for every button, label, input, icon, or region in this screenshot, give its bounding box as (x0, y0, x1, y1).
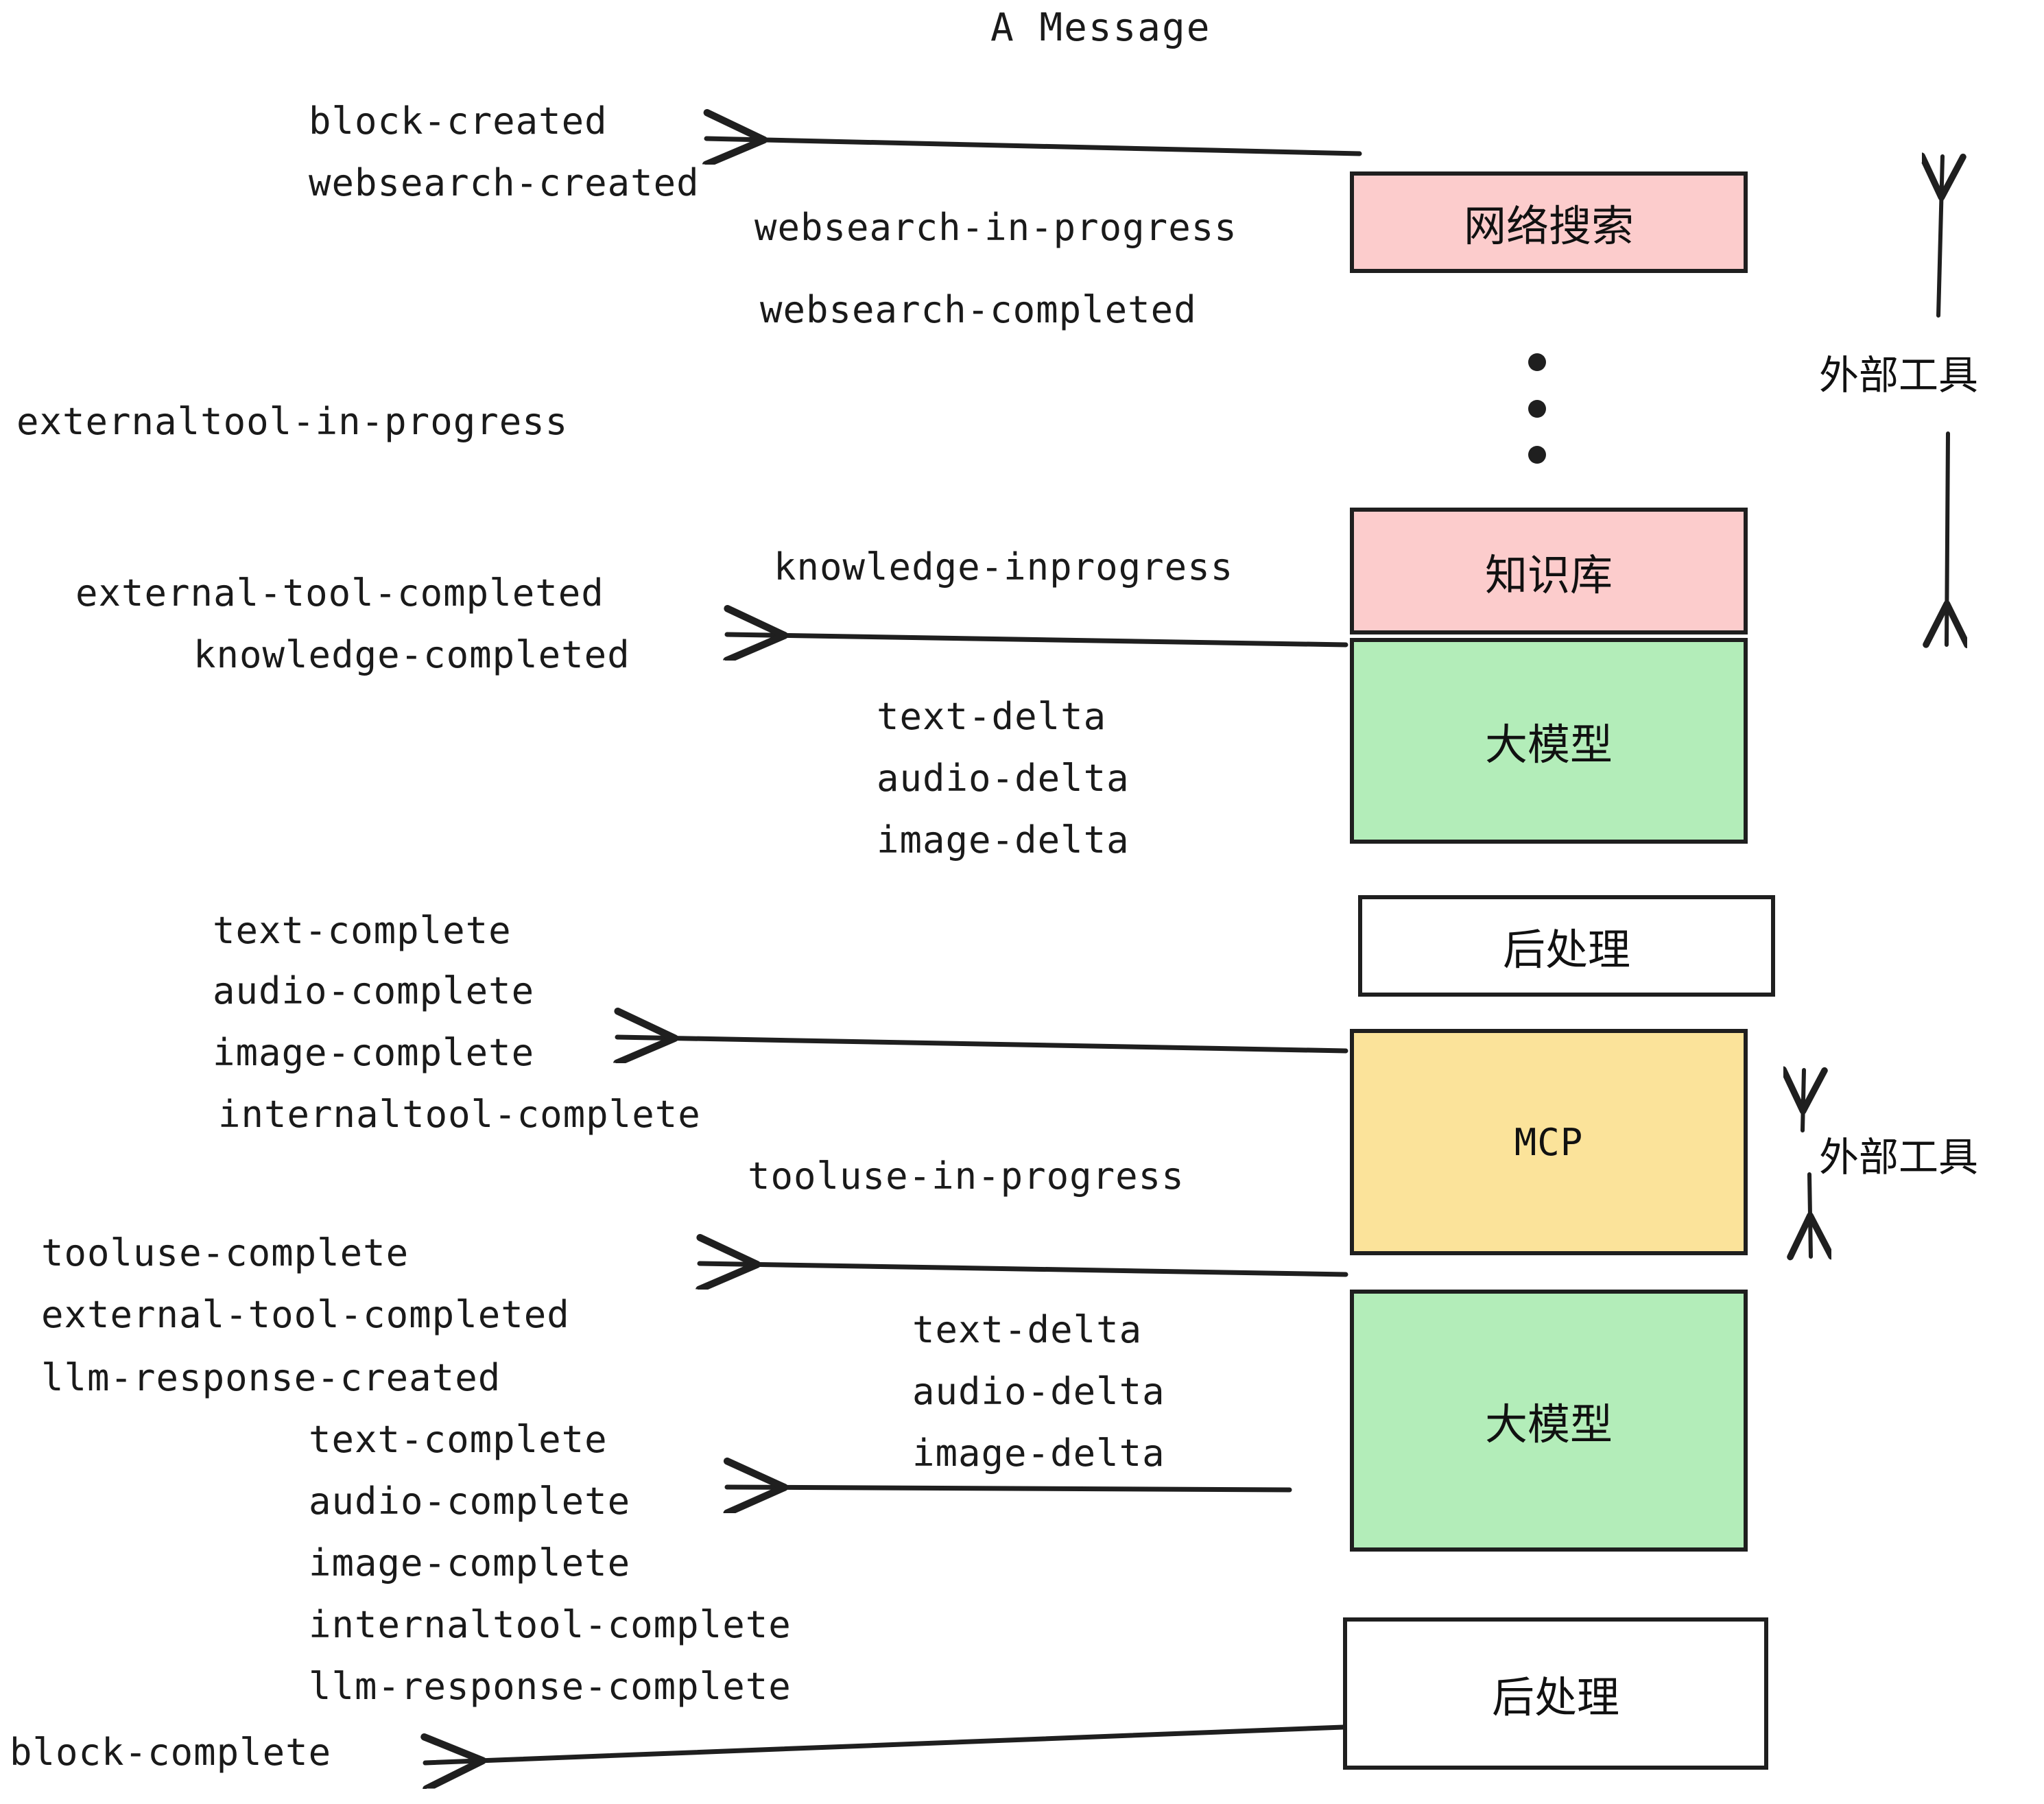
scope-external-top-down (1947, 431, 1948, 645)
scope-external-bottom-up (1803, 1070, 1804, 1132)
node-post-bottom[interactable]: 后处理 (1343, 1617, 1768, 1770)
node-llm-top[interactable]: 大模型 (1350, 638, 1748, 844)
arrow-image-complete (617, 1037, 1348, 1051)
event-label-text-complete-2: text-complete (309, 1418, 608, 1461)
node-llm-bottom[interactable]: 大模型 (1350, 1290, 1748, 1552)
node-label-websearch: 网络搜索 (1463, 201, 1634, 251)
event-label-websearch-in-progress: websearch-in-progress (754, 206, 1237, 249)
node-label-post-top: 后处理 (1502, 925, 1630, 975)
event-label-block-complete: block-complete (10, 1731, 332, 1774)
node-knowledge[interactable]: 知识库 (1350, 508, 1748, 634)
event-label-text-delta-1: text-delta (877, 695, 1107, 738)
event-label-websearch-created: websearch-created (309, 161, 700, 204)
arrow-block-complete (425, 1724, 1346, 1763)
ellipsis-dot-0 (1528, 353, 1546, 371)
ellipsis-dot-2 (1528, 446, 1546, 464)
scope-arrow-group (1803, 156, 1948, 1257)
event-label-tooluse-in-progress: tooluse-in-progress (748, 1154, 1185, 1198)
node-label-knowledge: 知识库 (1484, 549, 1613, 600)
node-post-top[interactable]: 后处理 (1358, 895, 1775, 997)
event-label-text-delta-2: text-delta (912, 1308, 1143, 1351)
page-title: A Message (990, 5, 1211, 50)
event-label-internaltool-complete-1: internaltool-complete (218, 1093, 701, 1136)
scope-external-top-up (1938, 156, 1942, 318)
scope-external-bottom-down (1809, 1172, 1811, 1257)
event-label-audio-complete-1: audio-complete (213, 969, 535, 1012)
node-label-mcp: MCP (1514, 1120, 1584, 1164)
node-websearch[interactable]: 网络搜索 (1350, 171, 1748, 273)
event-label-audio-delta-1: audio-delta (877, 757, 1130, 800)
event-label-internaltool-complete-2: internaltool-complete (309, 1603, 792, 1646)
event-label-tooluse-complete: tooluse-complete (41, 1231, 409, 1274)
event-label-text-complete-1: text-complete (213, 909, 512, 952)
event-label-external-tool-completed-1: external-tool-completed (75, 571, 604, 615)
event-label-knowledge-completed: knowledge-completed (193, 633, 630, 676)
event-label-knowledge-inprogress: knowledge-inprogress (774, 545, 1234, 589)
arrow-knowledge-completed (727, 634, 1348, 645)
event-label-block-created: block-created (309, 99, 608, 143)
event-label-externaltool-in-progress: externaltool-in-progress (16, 400, 569, 443)
side-label-external-tools-top: 外部工具 (1819, 352, 1979, 399)
event-label-audio-delta-2: audio-delta (912, 1370, 1165, 1413)
ellipsis-dot-1 (1528, 400, 1546, 418)
arrow-audio-complete (727, 1487, 1292, 1490)
event-label-image-complete-1: image-complete (213, 1031, 535, 1074)
event-label-audio-complete-2: audio-complete (309, 1480, 631, 1523)
event-label-image-delta-1: image-delta (877, 818, 1130, 862)
node-label-llm-top: 大模型 (1484, 720, 1613, 770)
flow-arrow-group (425, 139, 1362, 1763)
arrow-block-created (706, 139, 1362, 154)
event-label-external-tool-completed-2: external-tool-completed (41, 1293, 570, 1336)
event-label-websearch-completed: websearch-completed (760, 288, 1197, 331)
arrow-tooluse-complete (700, 1263, 1348, 1274)
event-label-image-delta-2: image-delta (912, 1432, 1165, 1475)
node-label-post-bottom: 后处理 (1491, 1672, 1619, 1722)
node-mcp[interactable]: MCP (1350, 1029, 1748, 1255)
event-label-llm-response-created: llm-response-created (41, 1356, 501, 1399)
side-label-external-tools-bottom: 外部工具 (1819, 1134, 1979, 1180)
event-label-llm-response-complete: llm-response-complete (309, 1665, 792, 1708)
event-label-image-complete-2: image-complete (309, 1541, 631, 1585)
node-label-llm-bottom: 大模型 (1484, 1399, 1613, 1449)
